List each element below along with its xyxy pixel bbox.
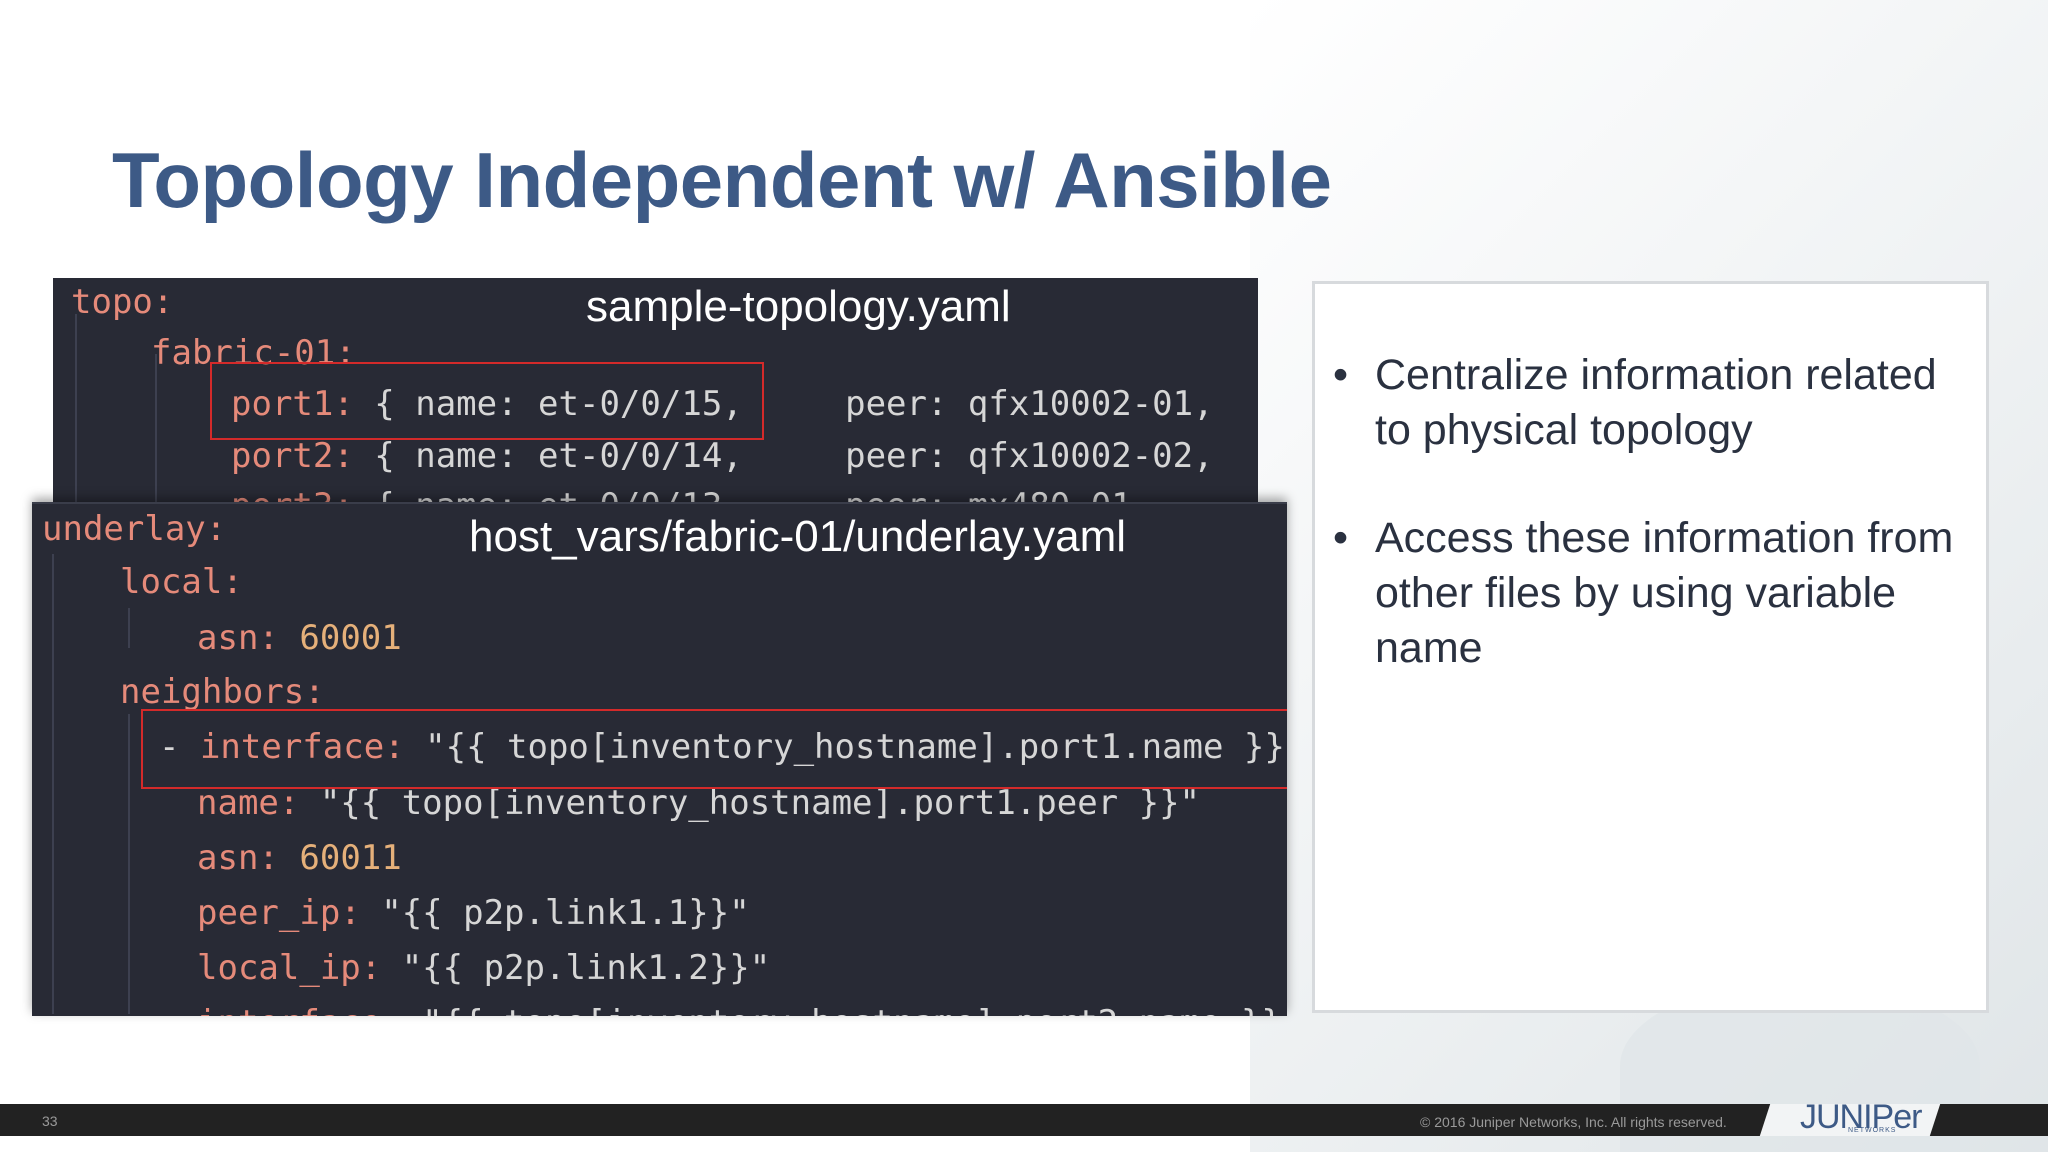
code-panel-sample-topology: topo: fabric-01: port1: { name: et-0/0/1… xyxy=(53,278,1258,503)
code-line: local: xyxy=(120,562,243,602)
yaml-key: asn: xyxy=(197,838,279,878)
yaml-value: "{{ p2p.link1.1}}" xyxy=(360,893,750,933)
code-panel-underlay: underlay: local: asn: 60001 neighbors: -… xyxy=(32,502,1287,1016)
slide-title: Topology Independent w/ Ansible xyxy=(112,136,1332,224)
code-line: port2: { name: et-0/0/14, peer: qfx10002… xyxy=(231,436,1214,476)
yaml-key: port3: xyxy=(231,486,354,503)
code-line: interface: "{{ topo[inventory_hostname].… xyxy=(197,1003,1287,1016)
page-number: 33 xyxy=(42,1113,58,1129)
code-line: local_ip: "{{ p2p.link1.2}}" xyxy=(197,948,770,988)
yaml-key: fabric-01: xyxy=(151,333,356,373)
yaml-key: underlay: xyxy=(42,509,227,549)
code-line: - interface: "{{ topo[inventory_hostname… xyxy=(159,727,1287,767)
yaml-key: port1: xyxy=(231,384,354,424)
yaml-value: "{{ topo[inventory_hostname].port2.name … xyxy=(402,1003,1287,1016)
bullet-marker: • xyxy=(1333,514,1349,562)
code-line: peer_ip: "{{ p2p.link1.1}}" xyxy=(197,893,750,933)
yaml-number: 60001 xyxy=(299,618,402,658)
file-title: sample-topology.yaml xyxy=(586,282,1011,331)
code-line: port1: { name: et-0/0/15, peer: qfx10002… xyxy=(231,384,1214,424)
bullet-marker: • xyxy=(1333,351,1349,399)
footer-bar: 33 © 2016 Juniper Networks, Inc. All rig… xyxy=(0,1104,2048,1136)
yaml-value: { name: et-0/0/13, peer: mx480-01, xyxy=(354,486,1152,503)
yaml-key: peer_ip: xyxy=(197,893,361,933)
yaml-value: "{{ topo[inventory_hostname].port1.peer … xyxy=(299,783,1201,823)
bullet-panel: • Centralize information related to physi… xyxy=(1312,281,1989,1013)
indent-guide xyxy=(155,354,157,503)
bullet-item: • Centralize information related to physi… xyxy=(1333,348,1973,458)
yaml-key: interface: xyxy=(197,1003,402,1016)
bullet-text: Centralize information related to physic… xyxy=(1375,351,1937,454)
yaml-key: interface: xyxy=(199,727,405,767)
code-line: asn: 60001 xyxy=(197,618,402,658)
highlight-box-interface xyxy=(141,709,1287,789)
yaml-key: local: xyxy=(120,562,243,602)
juniper-logo-subtext: NETWORKS xyxy=(1848,1127,1897,1134)
yaml-number: 60011 xyxy=(299,838,402,878)
indent-guide xyxy=(128,608,130,648)
yaml-key: neighbors: xyxy=(120,672,325,712)
yaml-value: "{{ p2p.link1.2}}" xyxy=(381,948,771,988)
juniper-logo: JUNIPer xyxy=(1800,1098,1922,1136)
yaml-key: port2: xyxy=(231,436,354,476)
file-title: host_vars/fabric-01/underlay.yaml xyxy=(469,512,1127,561)
yaml-value: "{{ topo[inventory_hostname].port1.name … xyxy=(404,727,1287,767)
yaml-value xyxy=(279,618,299,658)
highlight-box-port1-name xyxy=(210,362,764,440)
yaml-key: asn: xyxy=(197,618,279,658)
yaml-value: { name: et-0/0/14, peer: qfx10002-02, xyxy=(353,436,1214,476)
bullet-item: • Access these information from other fil… xyxy=(1333,511,1973,676)
bullet-list: • Centralize information related to physi… xyxy=(1333,348,1973,729)
yaml-key: name: xyxy=(197,783,300,823)
code-line: asn: 60011 xyxy=(197,838,402,878)
code-line: fabric-01: xyxy=(151,333,356,373)
yaml-value xyxy=(279,838,299,878)
copyright-text: © 2016 Juniper Networks, Inc. All rights… xyxy=(1420,1114,1727,1130)
code-line: port3: { name: et-0/0/13, peer: mx480-01… xyxy=(231,486,1152,503)
list-dash: - xyxy=(159,727,200,767)
yaml-value: { name: et-0/0/15, peer: qfx10002-01, xyxy=(353,384,1214,424)
code-line: neighbors: xyxy=(120,672,325,712)
indent-guide xyxy=(75,314,77,503)
yaml-key: topo: xyxy=(71,282,174,322)
indent-guide xyxy=(52,554,54,1014)
indent-guide xyxy=(128,714,130,1014)
code-line: underlay: xyxy=(42,509,226,549)
code-line: topo: xyxy=(71,282,173,322)
yaml-key: local_ip: xyxy=(197,948,382,988)
bullet-text: Access these information from other file… xyxy=(1375,514,1954,672)
code-line: name: "{{ topo[inventory_hostname].port1… xyxy=(197,783,1200,823)
